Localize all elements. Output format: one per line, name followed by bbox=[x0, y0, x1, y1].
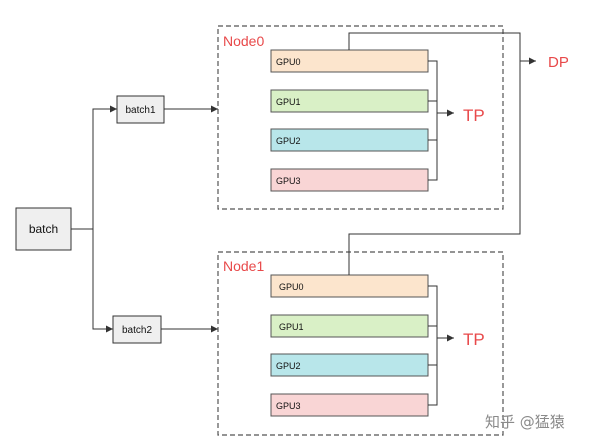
batch-box bbox=[15, 207, 72, 251]
batch-label: batch bbox=[29, 222, 58, 236]
node1-label: Node1 bbox=[223, 258, 264, 274]
node0-tp-bracket-bottom bbox=[428, 113, 438, 181]
watermark-text: 知乎 @猛猿 bbox=[485, 413, 565, 431]
node1-tp-label: TP bbox=[463, 330, 485, 349]
node0-label: Node0 bbox=[223, 33, 264, 49]
node1-tp-bracket-bottom bbox=[428, 338, 438, 406]
node1-gpu1-label: GPU1 bbox=[279, 322, 304, 332]
dp-connector-node1 bbox=[348, 61, 521, 275]
node0-gpu1-label: GPU1 bbox=[276, 97, 301, 107]
node0-container bbox=[217, 25, 504, 210]
connector-batch-to-batch2 bbox=[92, 229, 113, 333]
node0-gpu0-label: GPU0 bbox=[276, 57, 301, 67]
dp-label: DP bbox=[548, 54, 569, 71]
node1-container bbox=[217, 251, 504, 436]
node0-tp-bracket-top bbox=[428, 60, 438, 113]
dp-connector-node0 bbox=[348, 32, 521, 61]
node1-gpu2-label: GPU2 bbox=[276, 361, 301, 371]
node0-tp-label: TP bbox=[463, 106, 485, 125]
connector-batch-to-batch1 bbox=[71, 105, 117, 230]
node0-gpu3-label: GPU3 bbox=[276, 176, 301, 186]
node0-gpu2-label: GPU2 bbox=[276, 136, 301, 146]
batch1-label: batch1 bbox=[125, 105, 155, 116]
node1-tp-bracket-top bbox=[428, 285, 438, 338]
batch2-label: batch2 bbox=[122, 325, 152, 336]
node1-gpu0-label: GPU0 bbox=[279, 282, 304, 292]
node1-gpu3-label: GPU3 bbox=[276, 401, 301, 411]
